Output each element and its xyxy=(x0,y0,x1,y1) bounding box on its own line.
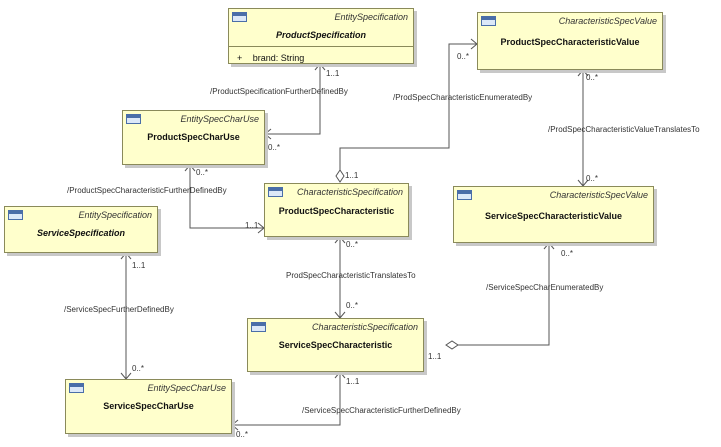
multiplicity-label: 0..* xyxy=(196,168,209,177)
arrowhead-icon xyxy=(334,371,346,379)
stereotype-label: CharacteristicSpecValue xyxy=(558,16,657,26)
multiplicity-label: 0..* xyxy=(132,364,145,373)
arrowhead-icon xyxy=(184,164,196,172)
association-product-spec-further-defined-by[interactable] xyxy=(265,64,321,135)
stereotype-label: EntitySpecification xyxy=(78,210,152,220)
class-icon xyxy=(8,210,23,220)
arrowhead-icon xyxy=(314,63,326,71)
aggregation-diamond-icon xyxy=(335,169,345,183)
multiplicity-label: 1..1 xyxy=(326,69,340,78)
association-label: /ServiceSpecCharacteristicFurtherDefined… xyxy=(302,406,461,415)
multiplicity-label: 1..1 xyxy=(346,377,360,386)
association-label: /ProductSpecificationFurtherDefinedBy xyxy=(210,87,348,96)
association-product-spec-char-further-defined-by[interactable] xyxy=(189,165,264,229)
class-name: ServiceSpecification xyxy=(36,228,126,238)
class-product-specification[interactable]: EntitySpecification ProductSpecification… xyxy=(228,8,414,64)
class-name: ProductSpecification xyxy=(275,30,366,40)
multiplicity-label: 0..* xyxy=(346,240,359,249)
class-product-spec-characteristic-value[interactable]: CharacteristicSpecValue ProductSpecChara… xyxy=(477,12,663,70)
arrowhead-icon xyxy=(120,252,132,260)
multiplicity-label: 0..* xyxy=(561,249,574,258)
multiplicity-label: 0..* xyxy=(586,174,599,183)
multiplicity-label: 0..* xyxy=(586,73,599,82)
class-name: ProductSpecCharacteristic xyxy=(278,206,395,216)
association-label: /ProdSpecCharacteristicEnumeratedBy xyxy=(393,93,533,102)
association-label: /ProductSpecCharacteristicFurtherDefined… xyxy=(67,186,227,195)
class-service-spec-characteristic[interactable]: CharacteristicSpecification ServiceSpecC… xyxy=(247,318,424,372)
multiplicity-label: 1..1 xyxy=(345,171,359,180)
class-icon xyxy=(232,12,247,22)
stereotype-label: EntitySpecCharUse xyxy=(180,114,259,124)
association-service-spec-char-further-defined-by[interactable] xyxy=(232,372,341,426)
class-name: ProductSpecCharUse xyxy=(147,132,240,142)
arrowhead-icon xyxy=(334,236,346,244)
class-icon xyxy=(268,187,283,197)
association-label: /ProdSpecCharacteristicValueTranslatesTo xyxy=(548,125,700,134)
multiplicity-label: 1..1 xyxy=(245,221,259,230)
class-icon xyxy=(457,190,472,200)
association-prod-spec-char-enumerated-by[interactable] xyxy=(339,43,477,170)
multiplicity-label: 0..* xyxy=(457,52,470,61)
class-icon xyxy=(251,322,266,332)
compartment-divider xyxy=(229,46,413,47)
class-service-specification[interactable]: EntitySpecification ServiceSpecification xyxy=(4,206,158,253)
class-product-spec-characteristic[interactable]: CharacteristicSpecification ProductSpecC… xyxy=(264,183,409,237)
attribute-row: + brand: String xyxy=(237,53,304,63)
class-service-spec-characteristic-value[interactable]: CharacteristicSpecValue ServiceSpecChara… xyxy=(453,186,654,243)
arrowhead-icon xyxy=(543,242,555,250)
attribute-visibility: + xyxy=(237,53,243,63)
multiplicity-label: 1..1 xyxy=(428,352,442,361)
arrowhead-icon xyxy=(231,419,239,431)
class-icon xyxy=(69,383,84,393)
stereotype-label: CharacteristicSpecification xyxy=(311,322,418,332)
multiplicity-label: 1..1 xyxy=(132,261,146,270)
class-name: ServiceSpecCharUse xyxy=(103,401,194,411)
multiplicity-label: 0..* xyxy=(236,430,249,439)
class-icon xyxy=(481,16,496,26)
class-name: ProductSpecCharacteristicValue xyxy=(500,37,640,47)
association-label: /ServiceSpecFurtherDefinedBy xyxy=(64,305,174,314)
stereotype-label: CharacteristicSpecValue xyxy=(549,190,648,200)
class-name: ServiceSpecCharacteristic xyxy=(278,340,393,350)
association-label: ProdSpecCharacteristicTranslatesTo xyxy=(286,271,416,280)
multiplicity-label: 0..* xyxy=(346,301,359,310)
class-service-spec-char-use[interactable]: EntitySpecCharUse ServiceSpecCharUse xyxy=(65,379,232,434)
arrowhead-icon xyxy=(577,69,589,77)
class-name: ServiceSpecCharacteristicValue xyxy=(484,211,623,221)
class-icon xyxy=(126,114,141,124)
arrowhead-icon xyxy=(264,128,272,140)
attribute-text: brand: String xyxy=(252,53,305,63)
multiplicity-label: 0..* xyxy=(268,143,281,152)
aggregation-diamond-icon xyxy=(445,340,459,350)
association-service-spec-char-enumerated-by[interactable] xyxy=(458,243,550,346)
stereotype-label: EntitySpecification xyxy=(334,12,408,22)
stereotype-label: EntitySpecCharUse xyxy=(147,383,226,393)
class-product-spec-char-use[interactable]: EntitySpecCharUse ProductSpecCharUse xyxy=(122,110,265,165)
stereotype-label: CharacteristicSpecification xyxy=(296,187,403,197)
association-label: /ServiceSpecCharEnumeratedBy xyxy=(486,283,604,292)
